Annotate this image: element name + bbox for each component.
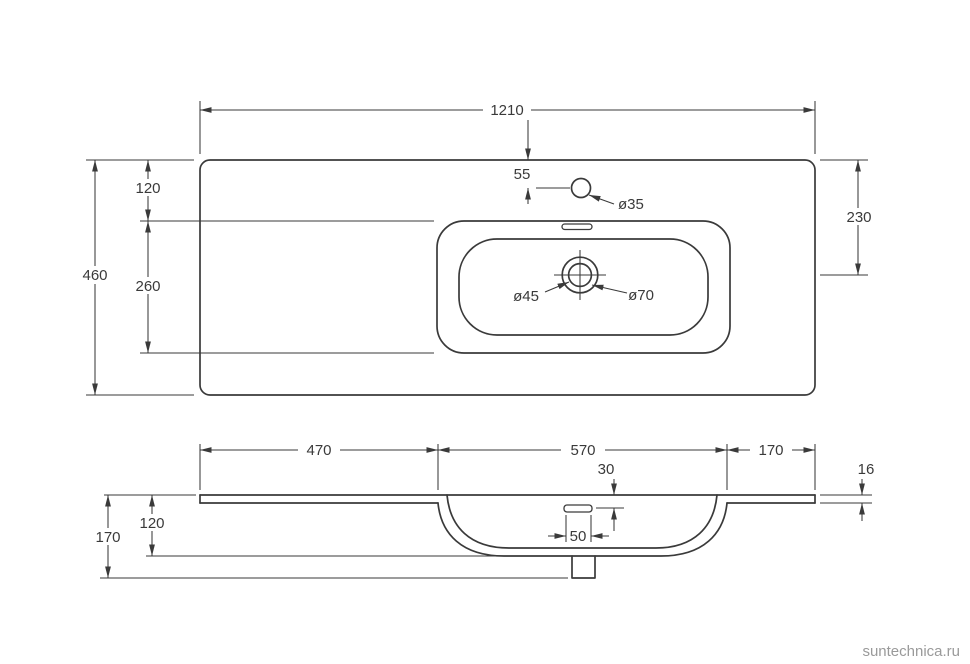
dim-overflow-width: 50 — [570, 528, 587, 545]
dim-edge-to-basin: 120 — [135, 180, 160, 197]
dim-drain-offset: 230 — [846, 209, 871, 226]
faucet-hole — [570, 177, 592, 199]
dim-overflow-drop: 30 — [598, 461, 615, 478]
overflow-slot-section — [563, 504, 593, 513]
countertop-outline — [199, 159, 816, 396]
dimension-labels-top-view: 1210 460 120 260 230 55 ø35 ø45 ø70 — [74, 101, 879, 305]
drain-centerlines — [554, 250, 606, 300]
dim-faucet-offset: 55 — [514, 166, 531, 183]
dim-basin-span: 570 — [570, 442, 595, 459]
dim-basin-length: 260 — [135, 278, 160, 295]
dim-faucet-hole-dia: ø35 — [618, 196, 644, 213]
drain-stub — [571, 555, 596, 579]
dim-bowl-depth: 120 — [139, 515, 164, 532]
basin-outer-edge — [436, 220, 731, 354]
dimension-lines-top-view — [86, 101, 868, 396]
dim-drain-dia-outer: ø70 — [628, 287, 654, 304]
overflow-slot — [561, 223, 593, 231]
top-view: 1210 460 120 260 230 55 ø35 ø45 ø70 — [74, 101, 879, 396]
front-view: 470 570 170 30 16 50 120 170 — [89, 441, 874, 579]
dimension-labels-front-view: 470 570 170 30 16 50 120 170 — [89, 441, 874, 546]
dim-overall-width: 1210 — [490, 102, 523, 119]
dimension-lines-front-view — [100, 444, 872, 579]
basin-inner-edge — [458, 238, 709, 336]
watermark: suntechnica.ru — [862, 643, 960, 660]
bowl-inner-profile — [446, 494, 718, 549]
dim-overall-height: 170 — [95, 529, 120, 546]
dim-top-thickness: 16 — [858, 461, 875, 478]
dim-right-span: 170 — [758, 442, 783, 459]
dim-drain-dia-inner: ø45 — [513, 288, 539, 305]
dim-overall-depth: 460 — [82, 267, 107, 284]
bowl-outer-profile — [437, 502, 728, 557]
dim-left-span: 470 — [306, 442, 331, 459]
